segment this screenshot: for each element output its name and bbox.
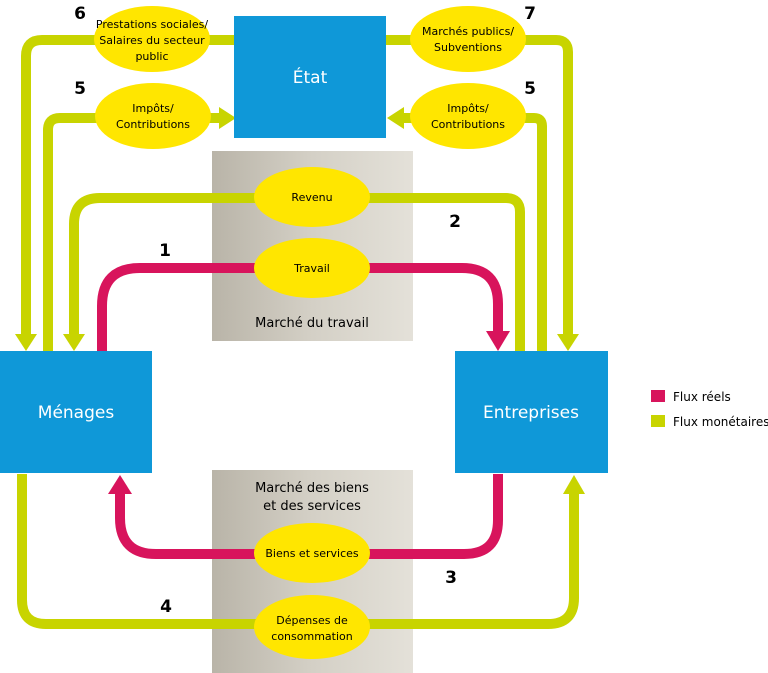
svg-text:Biens et services: Biens et services: [265, 547, 359, 560]
impots-left-line-2: Contributions: [116, 118, 190, 131]
labour-market-label: Marché du travail: [255, 316, 369, 331]
svg-text:Revenu: Revenu: [291, 191, 332, 204]
menages-label: Ménages: [38, 403, 115, 423]
marches-line-1: Marchés publics/: [422, 25, 514, 38]
menages-rect: [0, 351, 152, 473]
depenses-line-2: consommation: [271, 630, 352, 643]
revenu-label: Revenu: [291, 191, 332, 204]
flow-biens: [115, 474, 503, 559]
arrowhead-impots-menages: [219, 107, 236, 129]
arrowhead-biens: [108, 475, 132, 494]
prestations-line-1: Prestations sociales/: [96, 18, 208, 31]
flow-number-1: 1: [159, 241, 171, 261]
arrowhead-impots-entreprises: [387, 107, 404, 129]
flow-number-5-right: 5: [524, 79, 536, 99]
legend-label-real: Flux réels: [673, 390, 731, 404]
money-arrowheads: [15, 107, 585, 494]
travail-label: Travail: [293, 262, 330, 275]
impots-right-line-1: Impôts/: [447, 102, 489, 115]
svg-text:Prestations sociales/Salaires: Prestations sociales/Salaires du secteur…: [96, 18, 208, 63]
legend-label-money: Flux monétaires: [673, 415, 768, 429]
entreprises-rect: [455, 351, 608, 473]
real-arrowheads: [108, 331, 510, 494]
marches-line-2: Subventions: [434, 41, 502, 54]
svg-text:Impôts/Contributions: Impôts/Contributions: [116, 102, 190, 131]
svg-text:Marchés publics/Subventions: Marchés publics/Subventions: [422, 25, 514, 54]
legend-swatch-money: [651, 415, 665, 427]
arrowhead-prestations: [15, 334, 37, 351]
legend: Flux réels Flux monétaires: [651, 390, 768, 429]
depenses-line-1: Dépenses de: [276, 614, 348, 627]
flow-number-7: 7: [524, 4, 536, 24]
flow-number-2: 2: [449, 212, 461, 232]
prestations-line-2: Salaires du secteur: [99, 34, 205, 47]
flow-prestations: [21, 35, 236, 336]
flow-number-5-left: 5: [74, 79, 86, 99]
ellipse-depenses: Dépenses de consommation: [254, 595, 370, 659]
ellipse-prestations: Prestations sociales/Salaires du secteur…: [94, 6, 210, 72]
goods-market-label: Marché des biens et des services: [255, 481, 369, 514]
arrowhead-depenses: [563, 475, 585, 494]
flow-impots-entreprises: [402, 113, 547, 352]
flow-marches-publics: [386, 35, 573, 336]
ellipse-impots-left: Impôts/Contributions: [95, 83, 211, 149]
etat-box: État: [234, 16, 386, 138]
flow-number-4: 4: [160, 597, 172, 617]
legend-swatch-real: [651, 390, 665, 402]
arrowhead-revenu: [63, 334, 85, 351]
ellipse-marches-publics: Marchés publics/Subventions: [410, 6, 526, 72]
flow-number-3: 3: [445, 568, 457, 588]
impots-left-line-1: Impôts/: [132, 102, 174, 115]
arrowhead-travail: [486, 331, 510, 351]
goods-market-line-2: et des services: [263, 499, 361, 514]
entreprises-label: Entreprises: [483, 403, 579, 423]
ellipse-biens: Biens et services: [254, 523, 370, 583]
menages-box: Ménages: [0, 351, 152, 473]
impots-right-line-2: Contributions: [431, 118, 505, 131]
goods-market-line-1: Marché des biens: [255, 481, 369, 496]
ellipse-revenu: Revenu: [254, 167, 370, 227]
arrowhead-marches-publics: [557, 334, 579, 351]
svg-text:Travail: Travail: [293, 262, 330, 275]
ellipse-travail: Travail: [254, 238, 370, 298]
flow-impots-menages: [43, 113, 221, 352]
prestations-line-3: public: [135, 50, 168, 63]
ellipse-impots-right: Impôts/Contributions: [410, 83, 526, 149]
entreprises-box: Entreprises: [455, 351, 608, 473]
etat-label: État: [293, 66, 328, 88]
flow-number-6: 6: [74, 4, 86, 24]
biens-label: Biens et services: [265, 547, 359, 560]
etat-rect: [234, 16, 386, 138]
svg-text:Impôts/Contributions: Impôts/Contributions: [431, 102, 505, 131]
